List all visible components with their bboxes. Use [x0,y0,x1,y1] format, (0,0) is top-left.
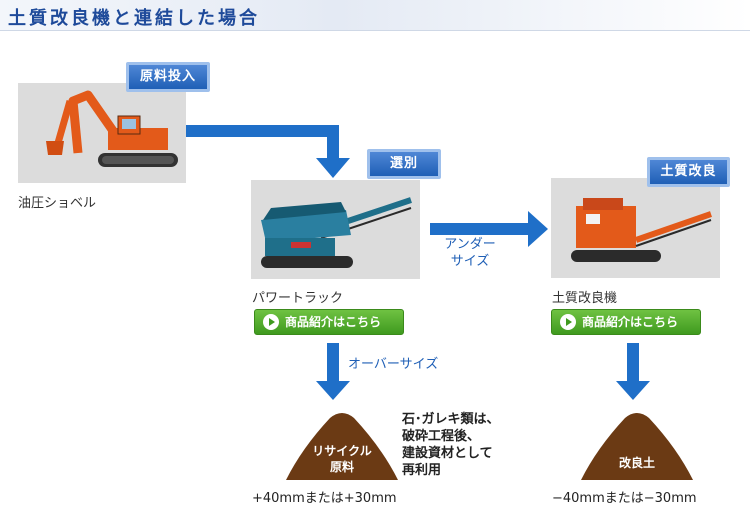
improved-size: −40mmまたは−30mm [552,491,697,506]
play-icon [263,314,279,330]
improved-pile-label: 改良土 [618,456,655,470]
recycle-pile-label: リサイクル 原料 [292,443,392,475]
arrow-over-head [316,381,350,400]
badge-feed: 原料投入 [126,62,210,92]
soil-improver-photo [551,178,720,278]
note-line-2: 破砕工程後、 [402,429,481,444]
page-title: 土質改良機と連結した場合 [8,8,260,29]
badge-improve-label: 土質改良 [660,164,717,179]
arrow-over-shaft [327,343,339,383]
label-over-size: オーバーサイズ [348,357,439,372]
product-info-button-power-track[interactable]: 商品紹介はこちら [254,309,404,335]
improved-soil-pile [581,413,693,480]
excavator-icon [46,90,178,167]
badge-sort-label: 選別 [389,156,418,171]
screener-icon [261,197,412,268]
excavator-photo [18,83,186,183]
product-info-button-soil-improver[interactable]: 商品紹介はこちら [551,309,701,335]
caption-soil-improver: 土質改良機 [552,291,618,306]
label-under-line1: アンダー [444,237,496,252]
recycle-note: 石･ガレキ類は、 破砕工程後、 建設資材として 再利用 [402,411,500,479]
soil-improver-icon [571,198,712,262]
recycle-pile [286,413,398,480]
note-line-1: 石･ガレキ類は、 [402,412,500,427]
arrow-improved-shaft [627,343,639,383]
product-info-label: 商品紹介はこちら [285,315,382,329]
title-bar: 土質改良機と連結した場合 [0,0,750,31]
play-icon [560,314,576,330]
recycle-size: +40mmまたは+30mm [252,491,397,506]
arrow-under-shaft [430,223,530,235]
badge-feed-label: 原料投入 [139,69,196,84]
product-info-label: 商品紹介はこちら [582,315,679,329]
badge-improve: 土質改良 [647,157,730,187]
arrow-improved-head [616,381,650,400]
label-under-size: アンダー サイズ [440,236,500,270]
badge-sort: 選別 [367,149,441,179]
note-line-4: 再利用 [402,463,442,478]
arrow-under-head [528,211,548,247]
label-under-line2: サイズ [450,254,490,269]
note-line-3: 建設資材として [402,446,493,461]
arrow-feed-to-sort [186,125,339,160]
caption-excavator: 油圧ショベル [18,196,97,211]
arrow-feed-to-sort-head [316,158,350,178]
caption-power-track: パワートラック [252,291,344,306]
power-track-photo [251,180,420,279]
recycle-pile-line1: リサイクル [312,444,372,458]
recycle-pile-line2: 原料 [329,460,354,474]
